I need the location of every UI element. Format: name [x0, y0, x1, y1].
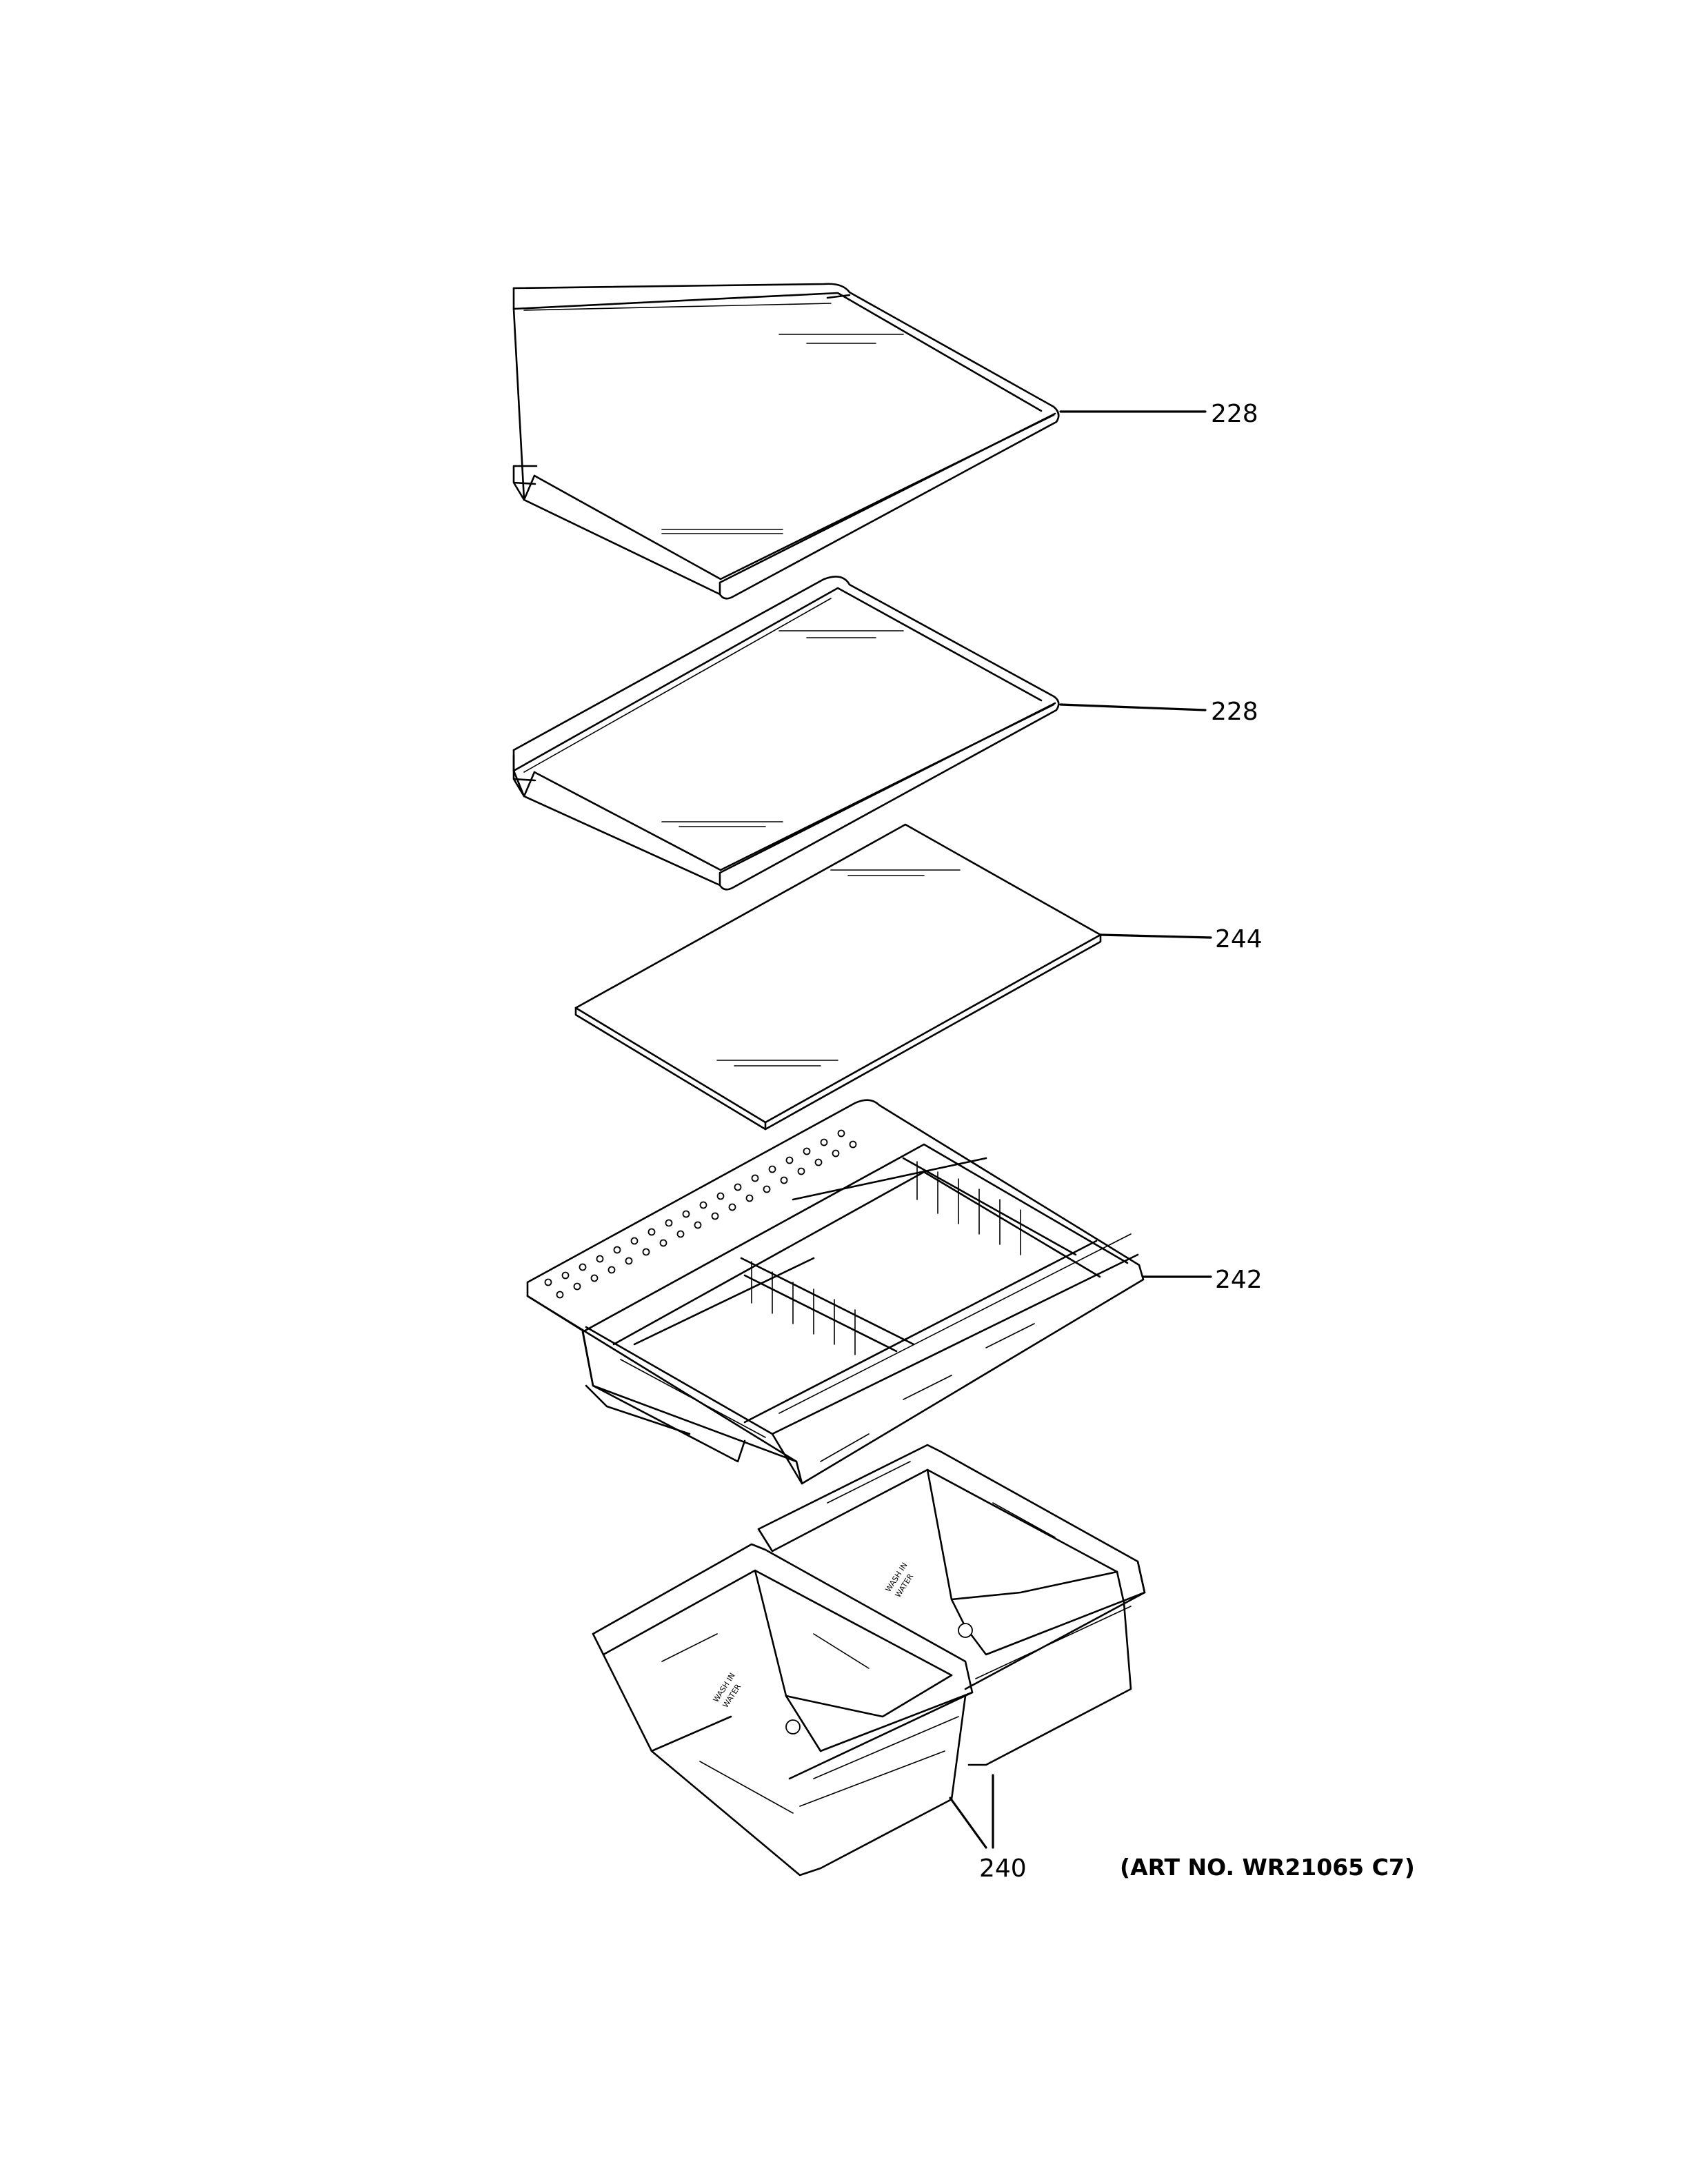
callout-242: 242 [1215, 1266, 1263, 1294]
callout-228-lower: 228 [1211, 698, 1258, 726]
vent-holes [544, 1129, 857, 1299]
crisper-drawer-right: WASH IN WATER [757, 1444, 1146, 1766]
callout-228-upper: 228 [1211, 400, 1258, 428]
pan-cover-frame [526, 1099, 1145, 1485]
callout-244: 244 [1215, 925, 1263, 953]
upper-glass-shelf [512, 283, 1060, 600]
leader-lines [949, 410, 1212, 1849]
glass-cover [574, 823, 1102, 1131]
lower-glass-shelf [512, 576, 1060, 891]
art-number: (ART NO. WR21065 C7) [1120, 1854, 1415, 1881]
callout-240: 240 [979, 1854, 1027, 1883]
crisper-drawer-left: WASH IN WATER [592, 1543, 974, 1877]
